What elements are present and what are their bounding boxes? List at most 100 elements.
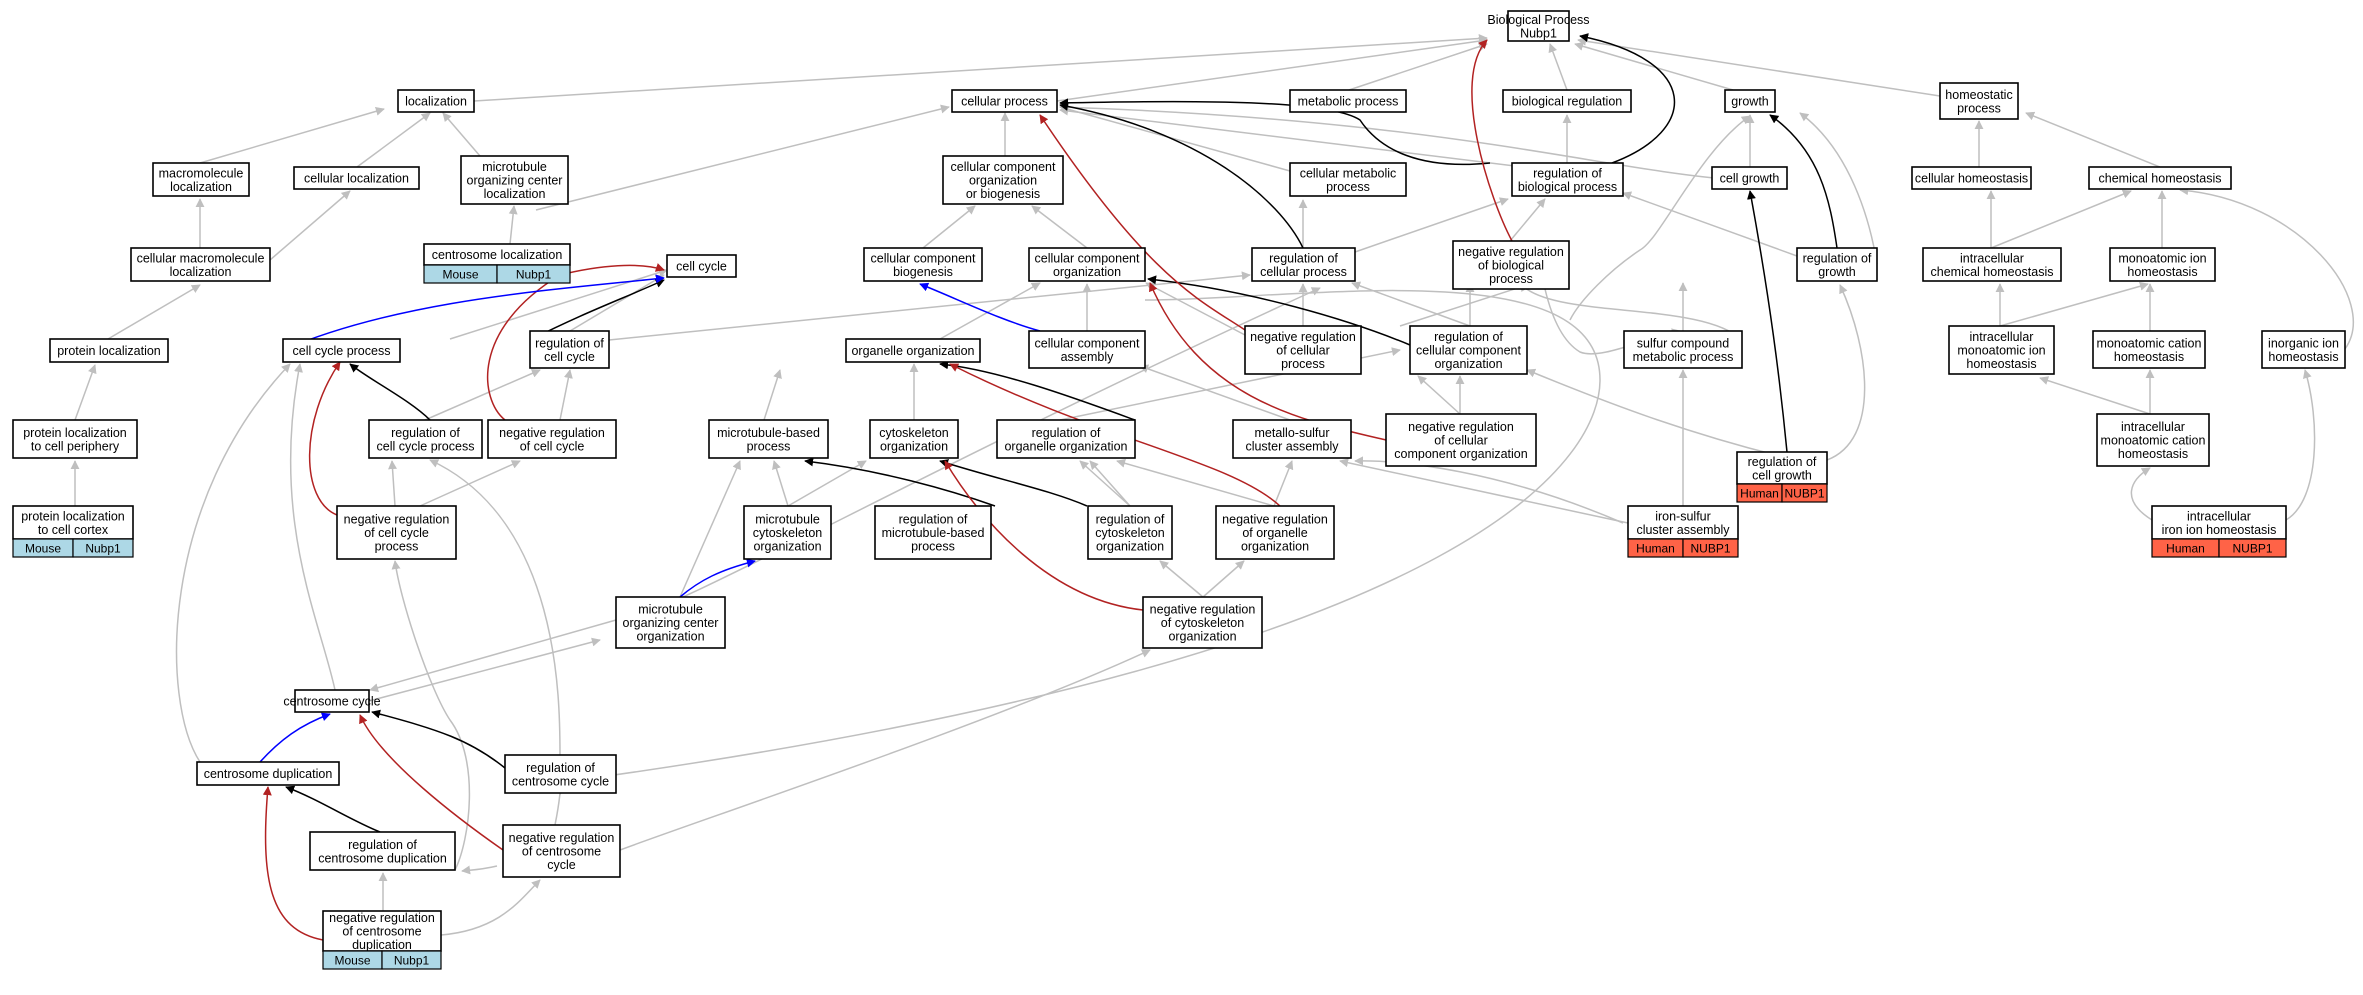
gene-cell — [381, 950, 442, 970]
node-label-line: cellular component — [1416, 344, 1521, 358]
edge-arrow — [679, 558, 756, 598]
go-term-node-mp[interactable]: metabolic process — [1289, 89, 1407, 113]
gene-cell — [496, 264, 571, 284]
node-label-line: regulation of — [1269, 251, 1338, 265]
node-label-line: cluster assembly — [1245, 439, 1339, 453]
go-term-node-br[interactable]: biological regulation — [1502, 89, 1632, 113]
go-term-node-cg[interactable]: cell growth — [1711, 166, 1788, 190]
go-term-node-cl[interactable]: cellular localization — [293, 166, 420, 190]
go-term-node-oo[interactable]: organelle organization — [845, 338, 981, 363]
node-label-line: monoatomic ion — [2118, 251, 2206, 265]
edge-arrow — [1149, 282, 1387, 441]
edge-arrow — [391, 560, 471, 871]
go-term-node-pl[interactable]: protein localization — [49, 338, 169, 363]
species-label: Human — [1636, 541, 1675, 555]
node-label-line: homeostasis — [1966, 357, 2036, 371]
species-label: Human — [1740, 486, 1779, 500]
node-label-line: centrosome localization — [432, 248, 563, 262]
edge-arrow — [308, 361, 341, 516]
edge-arrow — [107, 284, 201, 340]
go-term-node-ch[interactable]: cellular homeostasis — [1911, 166, 2032, 190]
node-box — [1511, 162, 1624, 197]
go-term-node-growth[interactable]: growth — [1724, 89, 1776, 113]
edge-arrow — [1622, 191, 1798, 257]
gene-label: NUBP1 — [2232, 541, 2272, 555]
go-term-node-chem[interactable]: chemical homeostasis — [2088, 166, 2232, 190]
node-box — [282, 338, 401, 363]
node-label-line: regulation of — [1748, 455, 1817, 469]
node-label-line: process — [1281, 357, 1325, 371]
go-term-node-ccp[interactable]: cell cycle process — [282, 338, 401, 363]
go-term-node-cp[interactable]: cellular process — [951, 89, 1058, 113]
node-label-line: macromolecule — [159, 166, 244, 180]
node-label-line: negative regulation — [1250, 330, 1356, 344]
node-box — [1215, 505, 1335, 560]
go-term-node-cenc[interactable]: centrosome cycle — [283, 689, 381, 713]
go-term-node-loc[interactable]: localization — [397, 89, 475, 113]
node-box — [368, 419, 483, 459]
go-term-node-cenloc[interactable]: centrosome localization — [423, 243, 571, 266]
node-box — [1385, 413, 1537, 467]
node-label-line: cytoskeleton — [879, 426, 949, 440]
node-box — [1232, 419, 1352, 459]
node-label-line: centrosome cycle — [512, 774, 609, 788]
edge-arrow — [559, 369, 573, 421]
go-term-node-cdup[interactable]: centrosome duplication — [196, 761, 340, 786]
node-label-line: cell cycle — [676, 260, 727, 274]
node-label-line: chemical homeostasis — [2099, 172, 2222, 186]
go-term-node-cc[interactable]: cell cycle — [666, 254, 737, 278]
edge-arrow — [1519, 282, 1743, 341]
node-label-line: cell cycle — [544, 350, 595, 364]
node-label-line: cellular localization — [304, 172, 409, 186]
